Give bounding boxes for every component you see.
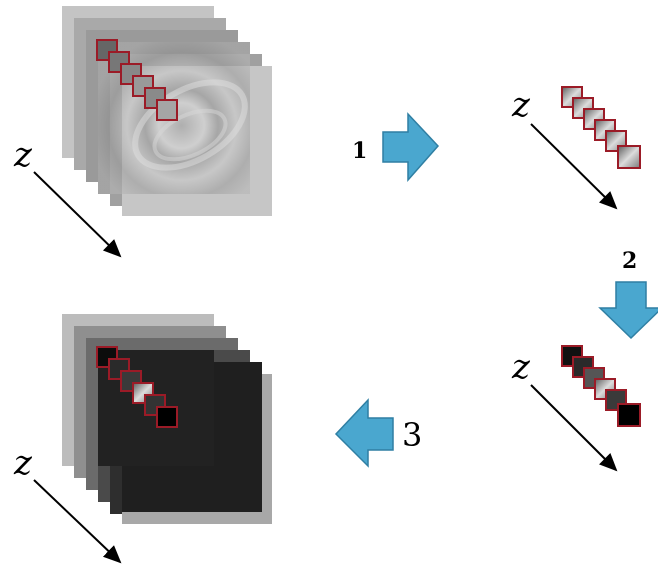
extracted-patch-chain (562, 87, 640, 168)
z-axis-label: z (511, 85, 531, 125)
step-1: 1 (352, 114, 438, 180)
step-3: 3 (336, 400, 422, 466)
step-1-label: 1 (352, 138, 367, 164)
processed-patch-chain (562, 346, 640, 426)
z-axis-label: z (13, 135, 33, 175)
left-arrow-icon (336, 400, 393, 466)
z-axis-label: z (13, 443, 33, 483)
step-3-label: 3 (402, 416, 422, 454)
step-2: 2 (600, 248, 658, 338)
step-2-label: 2 (622, 248, 637, 274)
down-arrow-icon (600, 282, 658, 338)
z-axis-label: z (511, 347, 531, 387)
right-arrow-icon (383, 114, 438, 180)
